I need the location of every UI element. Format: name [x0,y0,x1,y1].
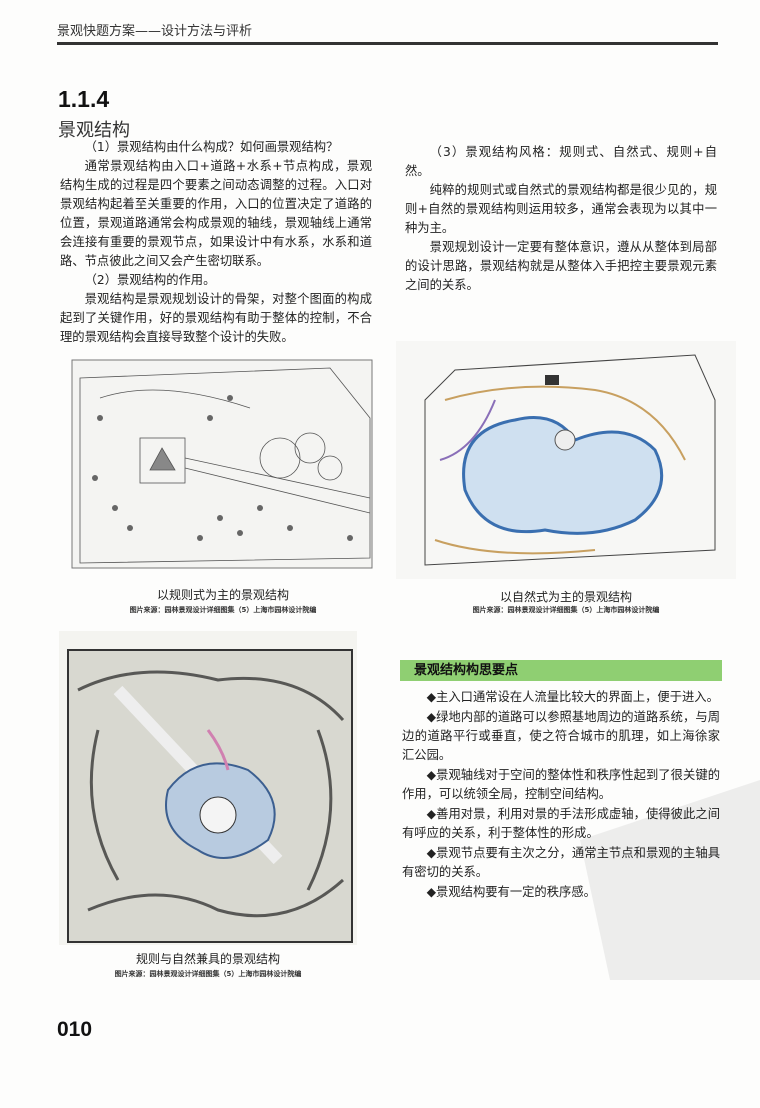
section-number: 1.1.4 [58,86,110,112]
tip-item: ◆绿地内部的道路可以参照基地周边的道路系统，与周边的道路平行或垂直，使之符合城市… [402,710,720,762]
paragraph: 景观规划设计一定要有整体意识，遵从从整体到局部的设计思路，景观结构就是从整体入手… [405,240,717,292]
tip-item: ◆景观结构要有一定的秩序感。 [426,885,596,899]
tip-item: ◆善用对景，利用对景的手法形成虚轴，使得彼此之间有呼应的关系，利于整体性的形成。 [402,807,720,840]
tips-list: ◆主入口通常设在人流量比较大的界面上，便于进入。 ◆绿地内部的道路可以参照基地周… [402,688,720,903]
running-header: 景观快题方案——设计方法与评析 [57,24,253,39]
figure-source: 图片来源：园林景观设计详细图集（5）上海市园林设计院编 [114,970,302,978]
formal-plan-figure [71,359,373,569]
paragraph: 景观结构是景观规划设计的骨架，对整个图面的构成起到了关键作用，好的景观结构有助于… [60,292,372,344]
tips-heading: 景观结构构思要点 [400,660,722,681]
tip-item: ◆景观轴线对于空间的整体性和秩序性起到了很关键的作用，可以统领全局，控制空间结构… [402,768,720,801]
natural-plan-figure [396,341,736,579]
figure-source: 图片来源：园林景观设计详细图集（5）上海市园林设计院编 [472,606,660,614]
paragraph: （1）景观结构由什么构成？如何画景观结构？ [84,140,339,154]
figure-source: 图片来源：园林景观设计详细图集（5）上海市园林设计院编 [129,606,317,614]
figure-caption: 以规则式为主的景观结构 [156,588,289,602]
header-rule [57,42,718,45]
paragraph: （3）景观结构风格：规则式、自然式、规则+自然。 [405,145,717,178]
paragraph: 纯粹的规则式或自然式的景观结构都是很少见的，规则+自然的景观结构则运用较多，通常… [405,183,717,235]
right-column-text: （3）景观结构风格：规则式、自然式、规则+自然。 纯粹的规则式或自然式的景观结构… [405,143,717,295]
watermark-seal [580,780,760,980]
figure-caption: 规则与自然兼具的景观结构 [135,952,280,966]
section-title: 景观结构 [58,120,130,141]
page-number: 010 [57,1018,93,1041]
paragraph: （2）景观结构的作用。 [84,273,216,287]
figure-caption: 以自然式为主的景观结构 [499,590,632,604]
tip-item: ◆景观节点要有主次之分，通常主节点和景观的主轴具有密切的关系。 [402,846,720,879]
tip-item: ◆主入口通常设在人流量比较大的界面上，便于进入。 [426,690,719,704]
paragraph: 通常景观结构由入口+道路+水系+节点构成，景观结构生成的过程是四个要素之间动态调… [60,159,372,268]
mixed-plan-figure [59,631,357,945]
left-column-text: （1）景观结构由什么构成？如何画景观结构？ 通常景观结构由入口+道路+水系+节点… [60,138,372,347]
